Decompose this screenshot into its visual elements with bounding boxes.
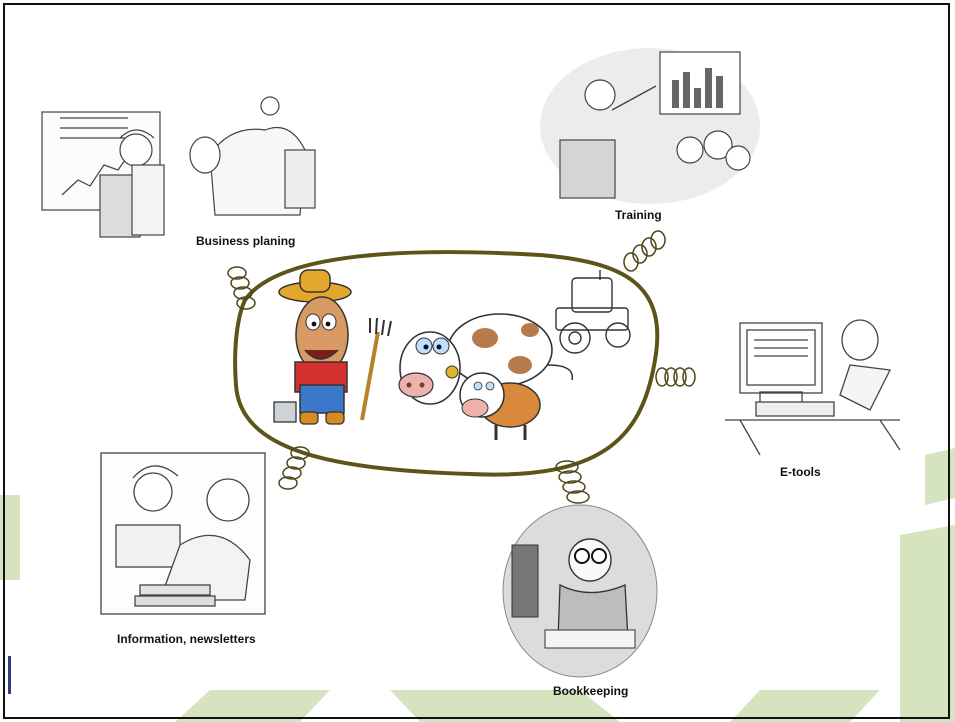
central-hub xyxy=(233,250,660,477)
coil-training xyxy=(623,230,666,272)
training-illustration xyxy=(540,48,760,204)
farmer-illustration xyxy=(273,269,392,425)
calf-illustration xyxy=(459,372,541,440)
left-accent-bar xyxy=(8,656,11,694)
label-business-planing: Business planing xyxy=(196,234,296,248)
label-information-newsletters: Information, newsletters xyxy=(117,632,256,646)
cow-illustration xyxy=(398,313,574,405)
coil-information xyxy=(278,446,310,490)
bookkeeping-illustration xyxy=(502,504,658,678)
coil-etools xyxy=(655,367,696,387)
etools-illustration xyxy=(725,319,901,456)
tractor-illustration xyxy=(555,270,631,354)
label-bookkeeping: Bookkeeping xyxy=(553,684,629,698)
business-planning-illustration xyxy=(41,96,316,238)
information-illustration xyxy=(100,452,266,615)
background-bands xyxy=(0,448,955,722)
label-etools: E-tools xyxy=(780,465,821,479)
connector-coils xyxy=(227,230,696,504)
coil-bookkeeping xyxy=(555,460,590,504)
coil-business xyxy=(227,266,256,310)
label-training: Training xyxy=(615,208,662,222)
